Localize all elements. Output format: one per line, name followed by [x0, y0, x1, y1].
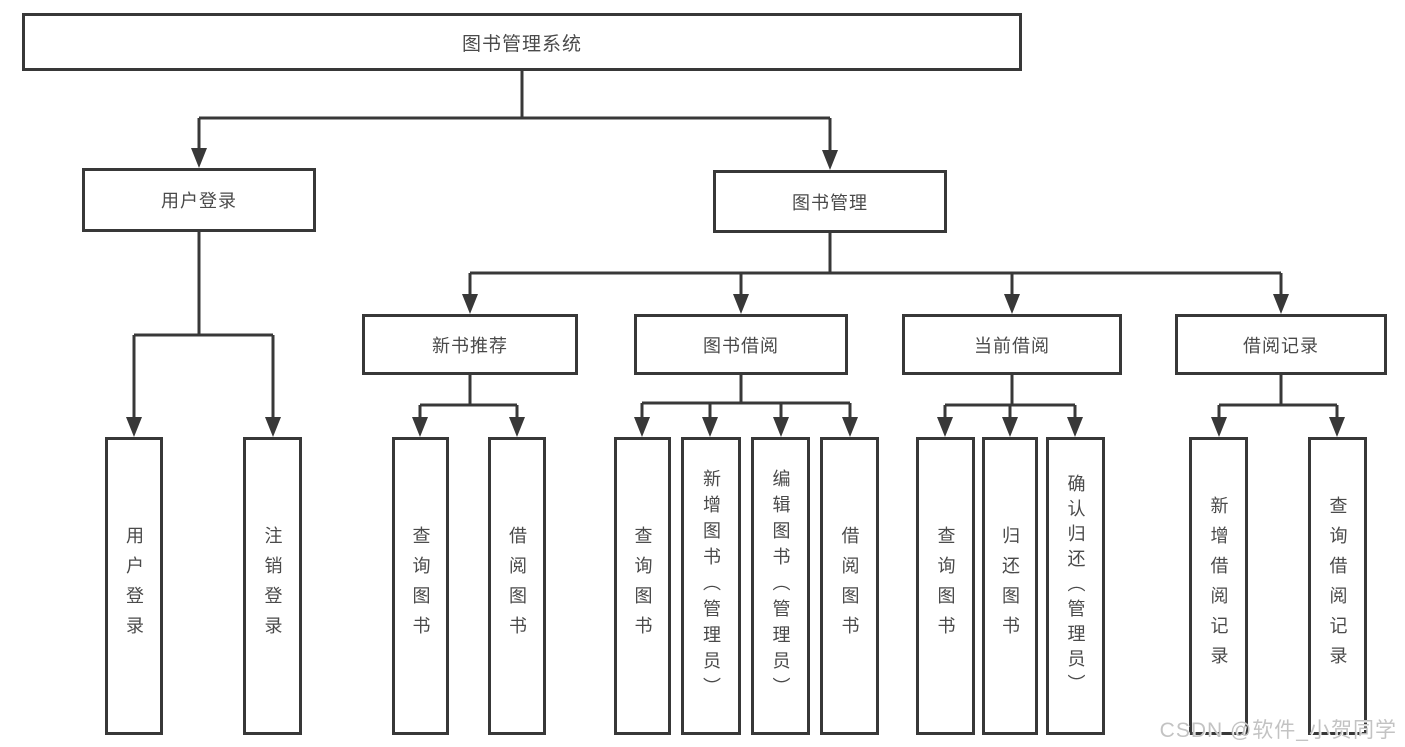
node-borrow-records: 借阅记录	[1175, 314, 1387, 375]
node-label: 图书借阅	[703, 335, 779, 356]
node-label: 当前借阅	[974, 335, 1050, 356]
leaf-add-borrow-record: 新增借阅记录	[1189, 437, 1248, 735]
leaf-return-books: 归还图书	[982, 437, 1038, 735]
leaf-confirm-return-admin: 确认归还（管理员）	[1046, 437, 1105, 735]
node-label: 查询借阅记录	[1327, 496, 1348, 676]
leaf-user-login: 用户登录	[105, 437, 163, 735]
leaf-borrow-books: 借阅图书	[820, 437, 879, 735]
node-user-login: 用户登录	[82, 168, 316, 232]
node-library-management-system: 图书管理系统	[22, 13, 1022, 71]
watermark: CSDN @软件_小贺同学	[1159, 719, 1397, 742]
leaf-query-books-current: 查询图书	[916, 437, 975, 735]
node-book-borrow: 图书借阅	[634, 314, 848, 375]
leaf-add-books-admin: 新增图书（管理员）	[681, 437, 741, 735]
node-label: 图书管理系统	[461, 33, 582, 55]
node-label: 新增借阅记录	[1208, 496, 1229, 676]
leaf-query-borrow-record: 查询借阅记录	[1308, 437, 1367, 735]
leaf-query-books-borrow: 查询图书	[614, 437, 671, 735]
node-label: 查询图书	[632, 526, 653, 646]
node-label: 新增图书（管理员）	[701, 469, 721, 703]
node-label: 用户登录	[161, 191, 237, 211]
node-label: 借阅图书	[507, 526, 527, 646]
node-label: 确认归还（管理员）	[1065, 473, 1086, 699]
node-label: 用户登录	[124, 526, 144, 646]
node-label: 归还图书	[1000, 526, 1020, 646]
node-label: 注销登录	[262, 526, 283, 646]
node-label: 新书推荐	[432, 335, 508, 356]
leaf-logout: 注销登录	[243, 437, 302, 735]
leaf-query-books-recommend: 查询图书	[392, 437, 449, 735]
node-label: 查询图书	[410, 526, 431, 646]
node-current-borrow: 当前借阅	[902, 314, 1122, 375]
node-new-book-recommend: 新书推荐	[362, 314, 578, 375]
node-label: 图书管理	[792, 192, 868, 213]
node-label: 查询图书	[935, 526, 956, 646]
leaf-edit-books-admin: 编辑图书（管理员）	[751, 437, 810, 735]
leaf-borrow-books-recommend: 借阅图书	[488, 437, 546, 735]
node-label: 借阅图书	[839, 526, 860, 646]
node-label: 编辑图书（管理员）	[770, 469, 791, 703]
node-book-management: 图书管理	[713, 170, 947, 233]
node-label: 借阅记录	[1243, 335, 1319, 356]
